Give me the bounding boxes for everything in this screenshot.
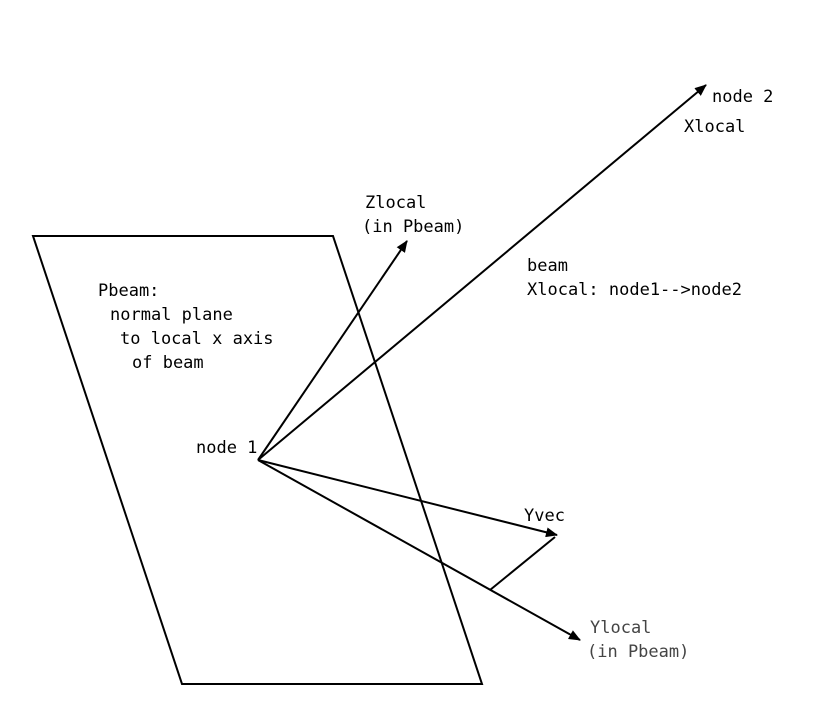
yvec-projection-line [489,536,556,591]
node1-label: node 1 [196,438,257,458]
zlocal-label: Zlocal [365,193,426,213]
pbeam-title: Pbeam: [98,281,159,301]
yvec-arrow [257,459,558,538]
beam-xlocal-definition: Xlocal: node1-->node2 [527,280,742,300]
pbeam-plane [31,235,484,685]
xlocal-label: Xlocal [684,117,745,137]
beam-label: beam [527,256,568,276]
ylocal-label: Ylocal [590,618,651,638]
pbeam-desc-line2: to local x axis [120,329,274,349]
ylocal-arrow [257,459,581,641]
zlocal-plane-note: (in Pbeam) [362,217,464,237]
zlocal-arrow [257,240,408,461]
xlocal-arrow [257,84,707,461]
node2-label: node 2 [712,87,773,107]
pbeam-desc-line1: normal plane [110,305,233,325]
yvec-label: Yvec [524,506,565,526]
pbeam-desc-line3: of beam [132,353,204,373]
ylocal-plane-note: (in Pbeam) [587,642,689,662]
